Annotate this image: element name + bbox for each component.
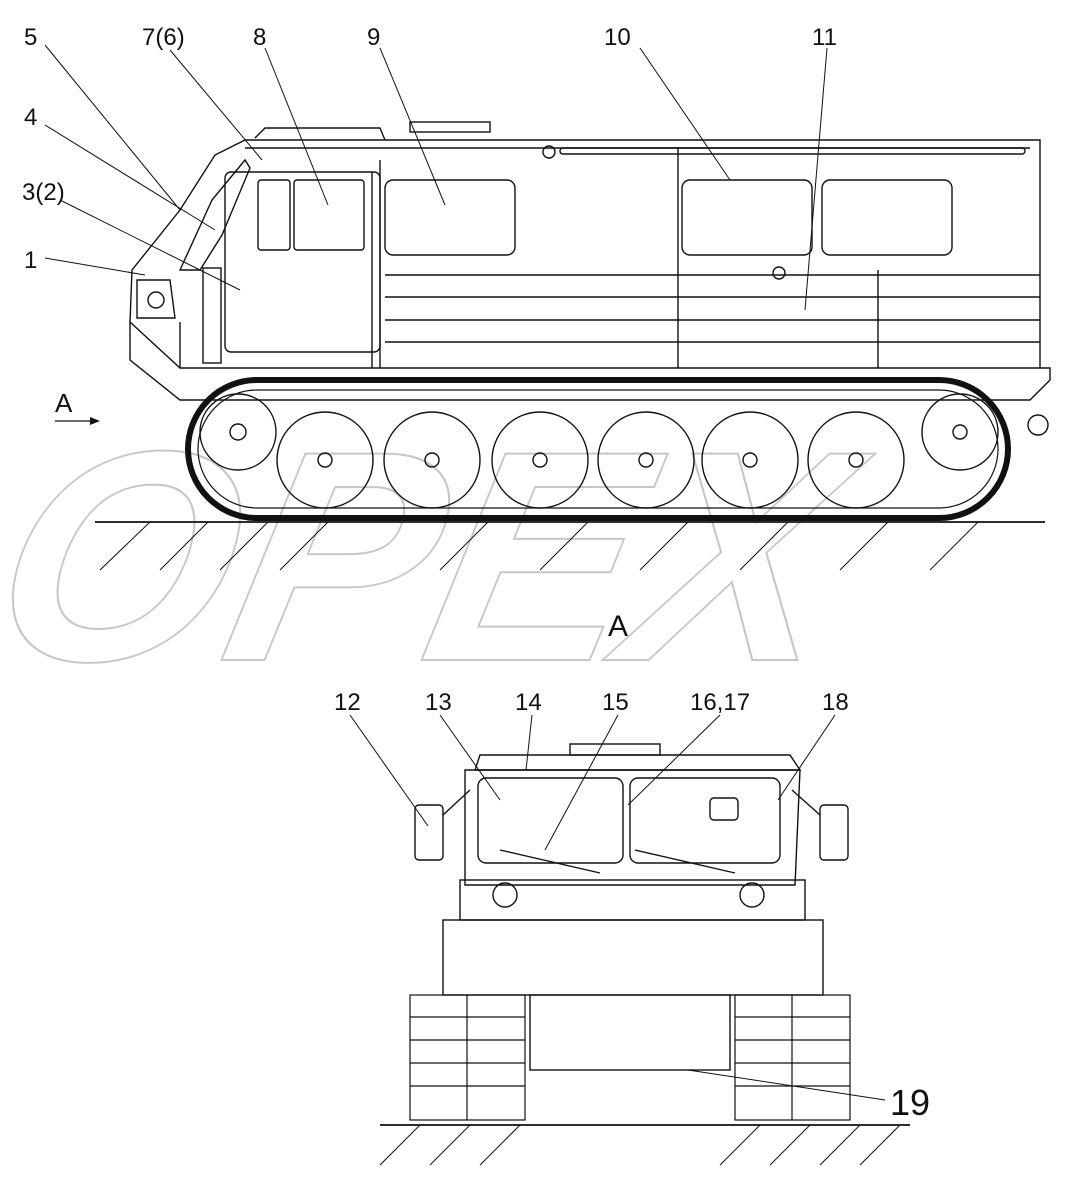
callout-11: 11 — [812, 24, 837, 51]
side-view — [95, 121, 1051, 571]
callout-8: 8 — [253, 24, 266, 51]
cab-side-window — [293, 179, 365, 251]
side-callouts — [44, 44, 828, 311]
ground-hatching-side — [99, 521, 979, 571]
callout-19: 19 — [890, 1082, 930, 1123]
hull-outline — [129, 320, 1051, 401]
track-left — [409, 994, 526, 1121]
callout-10: 10 — [604, 24, 631, 51]
side-callout-labels: 5 4 3(2) 1 7(6) 8 9 10 11 — [22, 24, 837, 274]
roof-rail — [559, 147, 1026, 155]
callout-12: 12 — [334, 689, 361, 716]
view-arrow-label: A — [55, 388, 73, 418]
view-arrow: A — [55, 388, 100, 425]
headlight — [136, 279, 176, 319]
lower-hull — [529, 994, 731, 1071]
callout-5: 5 — [24, 24, 37, 51]
headlight-right — [739, 882, 765, 908]
watermark: OPEX — [0, 388, 891, 725]
callout-13: 13 — [425, 689, 452, 716]
callout-1: 1 — [24, 247, 37, 274]
road-wheels — [276, 411, 905, 509]
headlight-left — [492, 882, 518, 908]
front-hull — [442, 919, 824, 996]
idler-wheel — [921, 393, 999, 471]
callout-14: 14 — [515, 689, 542, 716]
fuel-cap — [772, 266, 786, 280]
window-9 — [384, 179, 516, 256]
view-title: A — [608, 610, 628, 643]
cab-outline — [129, 139, 1041, 368]
front-view — [379, 743, 910, 1166]
svg-text:OPEX: OPEX — [0, 389, 890, 724]
callout-15: 15 — [602, 689, 629, 716]
door-window — [257, 179, 291, 251]
windshield-right — [629, 777, 781, 864]
mirror-right — [819, 804, 849, 861]
cab-door — [224, 171, 381, 353]
callout-16-17: 16,17 — [690, 689, 750, 716]
mirror-left — [414, 804, 444, 861]
roof-lamp — [542, 145, 556, 159]
callout-3: 3(2) — [22, 179, 65, 206]
tow-hook — [1027, 414, 1049, 436]
ground-hatching-front — [379, 1124, 901, 1166]
callout-4: 4 — [24, 104, 37, 131]
windshield-left — [477, 777, 624, 864]
window-10a — [681, 179, 813, 256]
grille — [459, 879, 806, 921]
roof-vent — [409, 121, 491, 133]
front-cab — [464, 769, 801, 886]
roof-hatch — [254, 127, 386, 141]
callout-18: 18 — [822, 689, 849, 716]
callout-7: 7(6) — [142, 24, 185, 51]
window-10b — [821, 179, 953, 256]
front-callouts — [349, 714, 886, 1101]
cab-light — [709, 797, 739, 821]
front-callout-labels: 12 13 14 15 16,17 18 19 — [334, 689, 930, 1123]
mirror-post — [202, 267, 222, 364]
drive-sprocket — [199, 393, 277, 471]
track-right — [734, 994, 851, 1121]
callout-9: 9 — [367, 24, 380, 51]
track-loop — [185, 377, 1011, 521]
front-roof — [474, 754, 802, 771]
